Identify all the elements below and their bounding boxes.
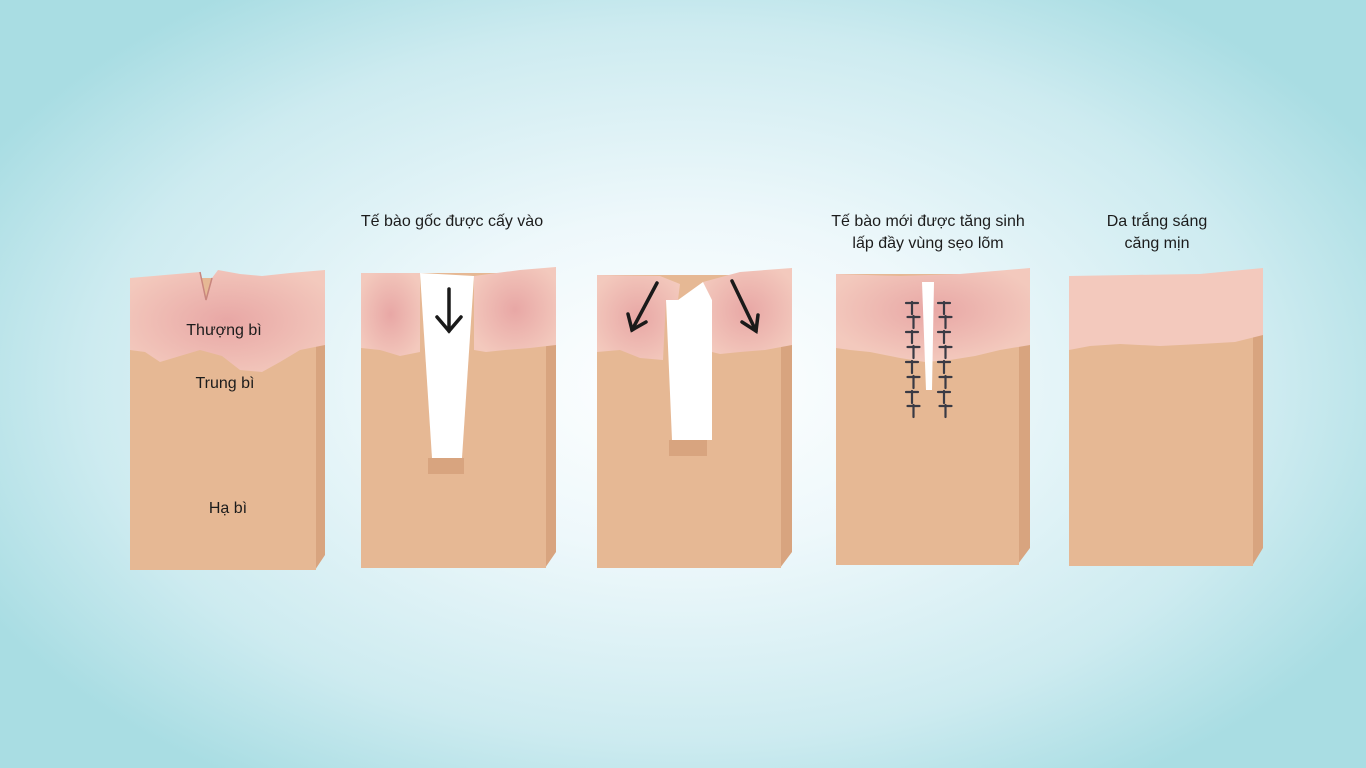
- caption-line: Da trắng sáng: [1106, 213, 1208, 230]
- cavity-floor: [428, 458, 464, 474]
- caption-line: lấp đầy vùng sẹo lõm: [852, 235, 1004, 252]
- hypodermis-label: Hạ bì: [208, 500, 248, 517]
- epidermis-layer: [1069, 268, 1263, 350]
- scar-cavity: [666, 282, 712, 440]
- diagonal-arrow-right-icon: [730, 279, 760, 334]
- epidermis-layer: [361, 273, 420, 356]
- epidermis-label: Thượng bì: [186, 322, 262, 339]
- caption-line: căng mịn: [1124, 235, 1190, 252]
- new-cells-stitches: [904, 300, 953, 419]
- epidermis-layer: [130, 270, 325, 372]
- healing-gap: [922, 282, 934, 390]
- caption-line: Tế bào mới được tăng sinh: [831, 213, 1025, 230]
- caption-stem-cell-injection: Tế bào gốc được cấy vào: [361, 211, 543, 233]
- epidermis-layer: [474, 267, 556, 352]
- caption-smooth-skin: Da trắng sáng căng mịn: [1107, 211, 1208, 255]
- dermis-label: Trung bì: [195, 375, 255, 392]
- caption-line: Tế bào gốc được cấy vào: [360, 213, 544, 230]
- scar-notch: [199, 271, 213, 301]
- caption-cell-proliferation: Tế bào mới được tăng sinh lấp đầy vùng s…: [831, 211, 1025, 255]
- cavity-floor: [669, 440, 707, 456]
- skin-block-side: [1252, 268, 1263, 566]
- diagonal-arrow-left-icon: [626, 281, 659, 333]
- down-arrow-icon: [435, 287, 463, 334]
